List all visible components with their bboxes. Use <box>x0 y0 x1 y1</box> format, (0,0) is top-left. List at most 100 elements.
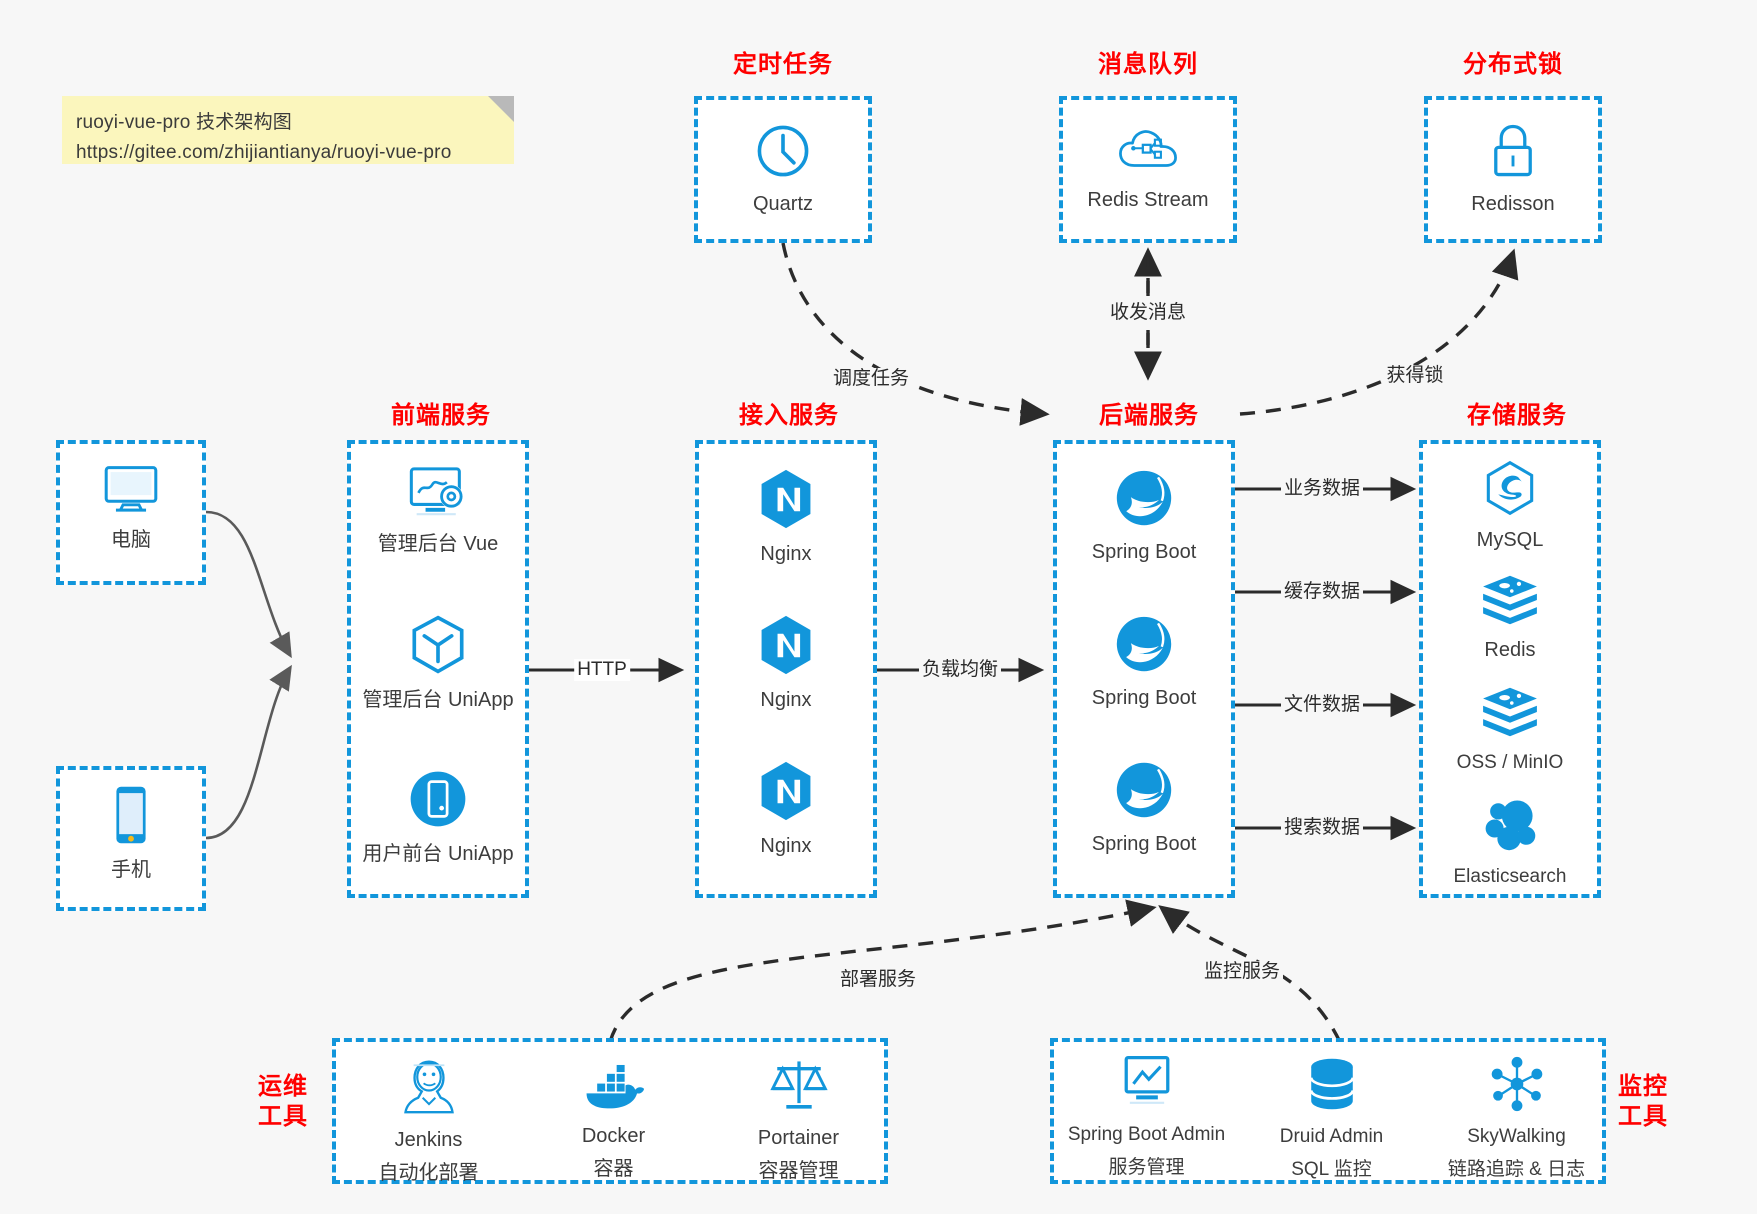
node-quartz[interactable]: Quartz <box>698 122 868 218</box>
mobile-phone-icon <box>110 784 152 846</box>
elasticsearch-icon <box>1481 796 1539 852</box>
jenkins-icon <box>401 1056 457 1116</box>
node-spring-boot-2[interactable]: Spring Boot <box>1057 614 1231 712</box>
monitoring-title-line-2: 工具 <box>1618 1103 1668 1130</box>
monitor-chart-icon <box>1118 1054 1176 1110</box>
devops-title-line-2: 工具 <box>258 1103 308 1130</box>
node-label: Redis <box>1484 639 1536 661</box>
node-elasticsearch[interactable]: Elasticsearch <box>1423 796 1597 890</box>
edge-label-http: HTTP <box>574 659 630 681</box>
node-label: Spring Boot Admin <box>1067 1124 1226 1145</box>
dashboard-gear-icon <box>406 464 470 520</box>
group-box-gateway: Nginx Nginx Nginx <box>695 440 877 898</box>
node-docker[interactable]: Docker 容器 <box>521 1064 706 1183</box>
node-sublabel: SQL 监控 <box>1291 1159 1372 1180</box>
node-label: Redis Stream <box>1087 189 1209 211</box>
group-box-message-queue: Redis Stream <box>1059 96 1237 243</box>
node-label: Portainer <box>757 1127 840 1149</box>
node-label: MySQL <box>1476 529 1544 551</box>
group-box-monitoring: Spring Boot Admin 服务管理 Druid Admin SQL 监… <box>1050 1038 1606 1184</box>
hexagon-cube-icon <box>407 614 469 676</box>
node-nginx-3[interactable]: Nginx <box>699 760 873 860</box>
node-label: 手机 <box>111 859 151 881</box>
node-admin-uniapp[interactable]: 管理后台 UniApp <box>351 614 525 714</box>
node-label: Spring Boot <box>1091 833 1197 855</box>
node-nginx-1[interactable]: Nginx <box>699 468 873 568</box>
group-box-client-phone: 手机 <box>56 766 206 911</box>
spring-boot-icon <box>1114 468 1174 528</box>
node-label: Redisson <box>1471 193 1555 215</box>
node-druid-admin[interactable]: Druid Admin SQL 监控 <box>1239 1056 1424 1183</box>
node-redis[interactable]: Redis <box>1423 574 1597 664</box>
group-title-distributed-lock: 分布式锁 <box>1463 51 1563 78</box>
group-title-scheduled-task: 定时任务 <box>733 51 833 78</box>
node-label: Spring Boot <box>1091 687 1197 709</box>
group-box-client-computer: 电脑 <box>56 440 206 585</box>
edge-label-acquire-lock: 获得锁 <box>1383 365 1447 387</box>
group-box-backend: Spring Boot Spring Boot Spring Boot <box>1053 440 1235 898</box>
node-sublabel: 链路追踪 & 日志 <box>1447 1159 1586 1180</box>
edge-label-schedule-task: 调度任务 <box>829 368 913 390</box>
edge-label-search-data: 搜索数据 <box>1280 817 1364 839</box>
node-label: Spring Boot <box>1091 541 1197 563</box>
portainer-scales-icon <box>769 1056 828 1114</box>
node-sublabel: 容器管理 <box>758 1160 839 1182</box>
node-phone[interactable]: 手机 <box>60 784 202 884</box>
node-nginx-2[interactable]: Nginx <box>699 614 873 714</box>
nginx-icon <box>757 468 815 530</box>
node-user-uniapp[interactable]: 用户前台 UniApp <box>351 768 525 868</box>
node-oss-minio[interactable]: OSS / MinIO <box>1423 686 1597 776</box>
node-redis-stream[interactable]: Redis Stream <box>1063 124 1233 214</box>
node-computer[interactable]: 电脑 <box>60 460 202 554</box>
lock-icon <box>1486 122 1540 180</box>
spring-boot-icon <box>1114 614 1174 674</box>
group-title-backend: 后端服务 <box>1099 402 1199 429</box>
node-spring-boot-admin[interactable]: Spring Boot Admin 服务管理 <box>1054 1054 1239 1181</box>
edge-label-send-receive-message: 收发消息 <box>1106 302 1190 324</box>
node-sublabel: 容器 <box>593 1158 634 1180</box>
nginx-icon <box>757 760 815 822</box>
skywalking-icon <box>1488 1056 1546 1112</box>
node-spring-boot-3[interactable]: Spring Boot <box>1057 760 1231 858</box>
node-label: 用户前台 UniApp <box>362 843 514 865</box>
group-box-scheduled-task: Quartz <box>694 96 872 243</box>
node-label: Nginx <box>760 835 812 857</box>
group-title-monitoring: 监控 工具 <box>1612 1072 1674 1132</box>
node-redisson[interactable]: Redisson <box>1428 122 1598 218</box>
node-label: Druid Admin <box>1279 1126 1384 1147</box>
node-label: Nginx <box>760 689 812 711</box>
edge-label-business-data: 业务数据 <box>1280 478 1364 500</box>
node-skywalking[interactable]: SkyWalking 链路追踪 & 日志 <box>1424 1056 1609 1183</box>
node-jenkins[interactable]: Jenkins 自动化部署 <box>336 1056 521 1187</box>
node-spring-boot-1[interactable]: Spring Boot <box>1057 468 1231 566</box>
group-title-devops: 运维 工具 <box>252 1072 314 1132</box>
edge-label-load-balance: 负载均衡 <box>918 659 1002 681</box>
mysql-icon <box>1482 460 1538 516</box>
edge-label-monitor-service: 监控服务 <box>1200 961 1284 983</box>
node-label: Docker <box>581 1125 646 1147</box>
node-label: Elasticsearch <box>1453 866 1567 887</box>
node-admin-vue[interactable]: 管理后台 Vue <box>351 464 525 558</box>
cloud-stream-icon <box>1117 124 1179 176</box>
edge-label-cache-data: 缓存数据 <box>1280 581 1364 603</box>
nginx-icon <box>757 614 815 676</box>
node-sublabel: 服务管理 <box>1108 1157 1185 1178</box>
docker-icon <box>583 1064 645 1112</box>
oss-minio-icon <box>1480 686 1540 738</box>
group-box-frontend: 管理后台 Vue 管理后台 UniApp 用户前台 UniApp <box>347 440 529 898</box>
monitoring-title-line-1: 监控 <box>1618 1073 1668 1100</box>
group-box-distributed-lock: Redisson <box>1424 96 1602 243</box>
node-label: Nginx <box>760 543 812 565</box>
group-box-devops: Jenkins 自动化部署 Docker 容器 <box>332 1038 888 1184</box>
group-title-storage: 存储服务 <box>1467 402 1567 429</box>
node-label: SkyWalking <box>1467 1126 1566 1147</box>
database-icon <box>1304 1056 1360 1112</box>
node-portainer[interactable]: Portainer 容器管理 <box>706 1056 891 1185</box>
node-label: Quartz <box>752 193 814 215</box>
mobile-circle-icon <box>407 768 469 830</box>
node-mysql[interactable]: MySQL <box>1423 460 1597 554</box>
edge-label-file-data: 文件数据 <box>1280 694 1364 716</box>
node-label: 管理后台 UniApp <box>362 689 514 711</box>
note-url: https://gitee.com/zhijiantianya/ruoyi-vu… <box>76 142 452 163</box>
spring-boot-icon <box>1114 760 1174 820</box>
